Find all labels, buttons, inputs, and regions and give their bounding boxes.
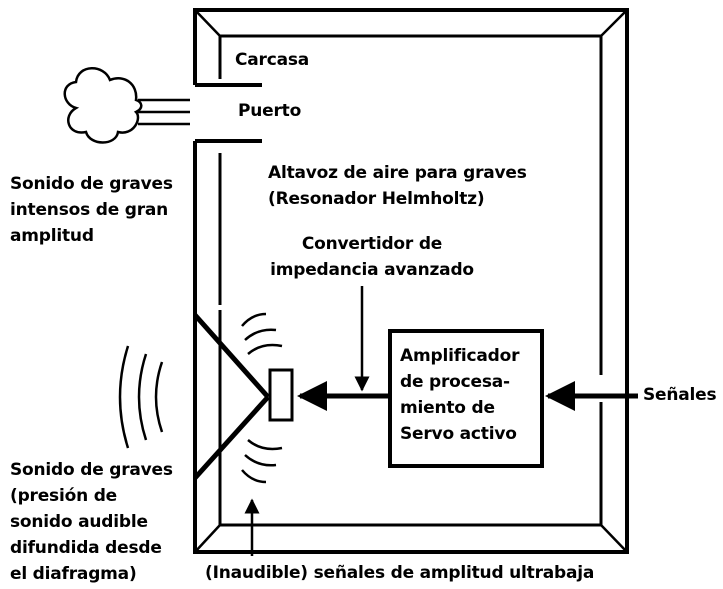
amplificador-line-1: Amplificador bbox=[400, 346, 520, 366]
graves-intensos-label: Sonido de graves intensos de gran amplit… bbox=[10, 171, 173, 249]
graves-presion-line-5: el diafragma) bbox=[10, 564, 137, 584]
convertidor-line-2: impedancia avanzado bbox=[270, 260, 474, 280]
graves-presion-line-4: difundida desde bbox=[10, 538, 162, 558]
puerto-label: Puerto bbox=[238, 101, 302, 121]
graves-intensos-line-2: intensos de gran bbox=[10, 200, 169, 220]
enclosure-inner-wall bbox=[218, 34, 603, 527]
graves-presion-line-1: Sonido de graves bbox=[10, 460, 173, 480]
enclosure-outer-wall bbox=[193, 8, 629, 554]
altavoz-line-1: Altavoz de aire para graves bbox=[268, 163, 527, 183]
graves-presion-label: Sonido de graves (presión de sonido audi… bbox=[10, 457, 173, 587]
convertidor-label: Convertidor de impedancia avanzado bbox=[268, 231, 476, 283]
altavoz-line-2: (Resonador Helmholtz) bbox=[268, 189, 485, 209]
convertidor-line-1: Convertidor de bbox=[301, 234, 443, 254]
inner-sound-waves-top bbox=[241, 312, 283, 355]
voice-coil bbox=[268, 368, 294, 422]
air-stream-lines bbox=[138, 98, 190, 126]
graves-presion-line-3: sonido audible bbox=[10, 512, 148, 532]
amplificador-label: Amplificador de procesa- miento de Servo… bbox=[400, 343, 520, 447]
outer-sound-waves bbox=[118, 345, 164, 449]
port-tube bbox=[195, 83, 262, 143]
altavoz-label: Altavoz de aire para graves (Resonador H… bbox=[268, 160, 527, 212]
amplificador-line-2: de procesa- bbox=[400, 372, 510, 392]
carcasa-label: Carcasa bbox=[235, 50, 310, 70]
speaker-cone bbox=[193, 313, 270, 480]
inaudible-label: (Inaudible) señales de amplitud ultrabaj… bbox=[205, 563, 595, 583]
graves-intensos-line-3: amplitud bbox=[10, 226, 94, 246]
sound-cloud-icon bbox=[63, 67, 143, 144]
amplificador-line-3: miento de bbox=[400, 398, 495, 418]
inner-sound-waves-bottom bbox=[241, 439, 283, 484]
enclosure-bevels bbox=[194, 9, 628, 553]
graves-intensos-line-1: Sonido de graves bbox=[10, 174, 173, 194]
amplifier-box bbox=[388, 329, 544, 468]
senales-label: Señales bbox=[643, 385, 717, 405]
graves-presion-line-2: (presión de bbox=[10, 486, 117, 506]
amplificador-line-4: Servo activo bbox=[400, 424, 517, 444]
